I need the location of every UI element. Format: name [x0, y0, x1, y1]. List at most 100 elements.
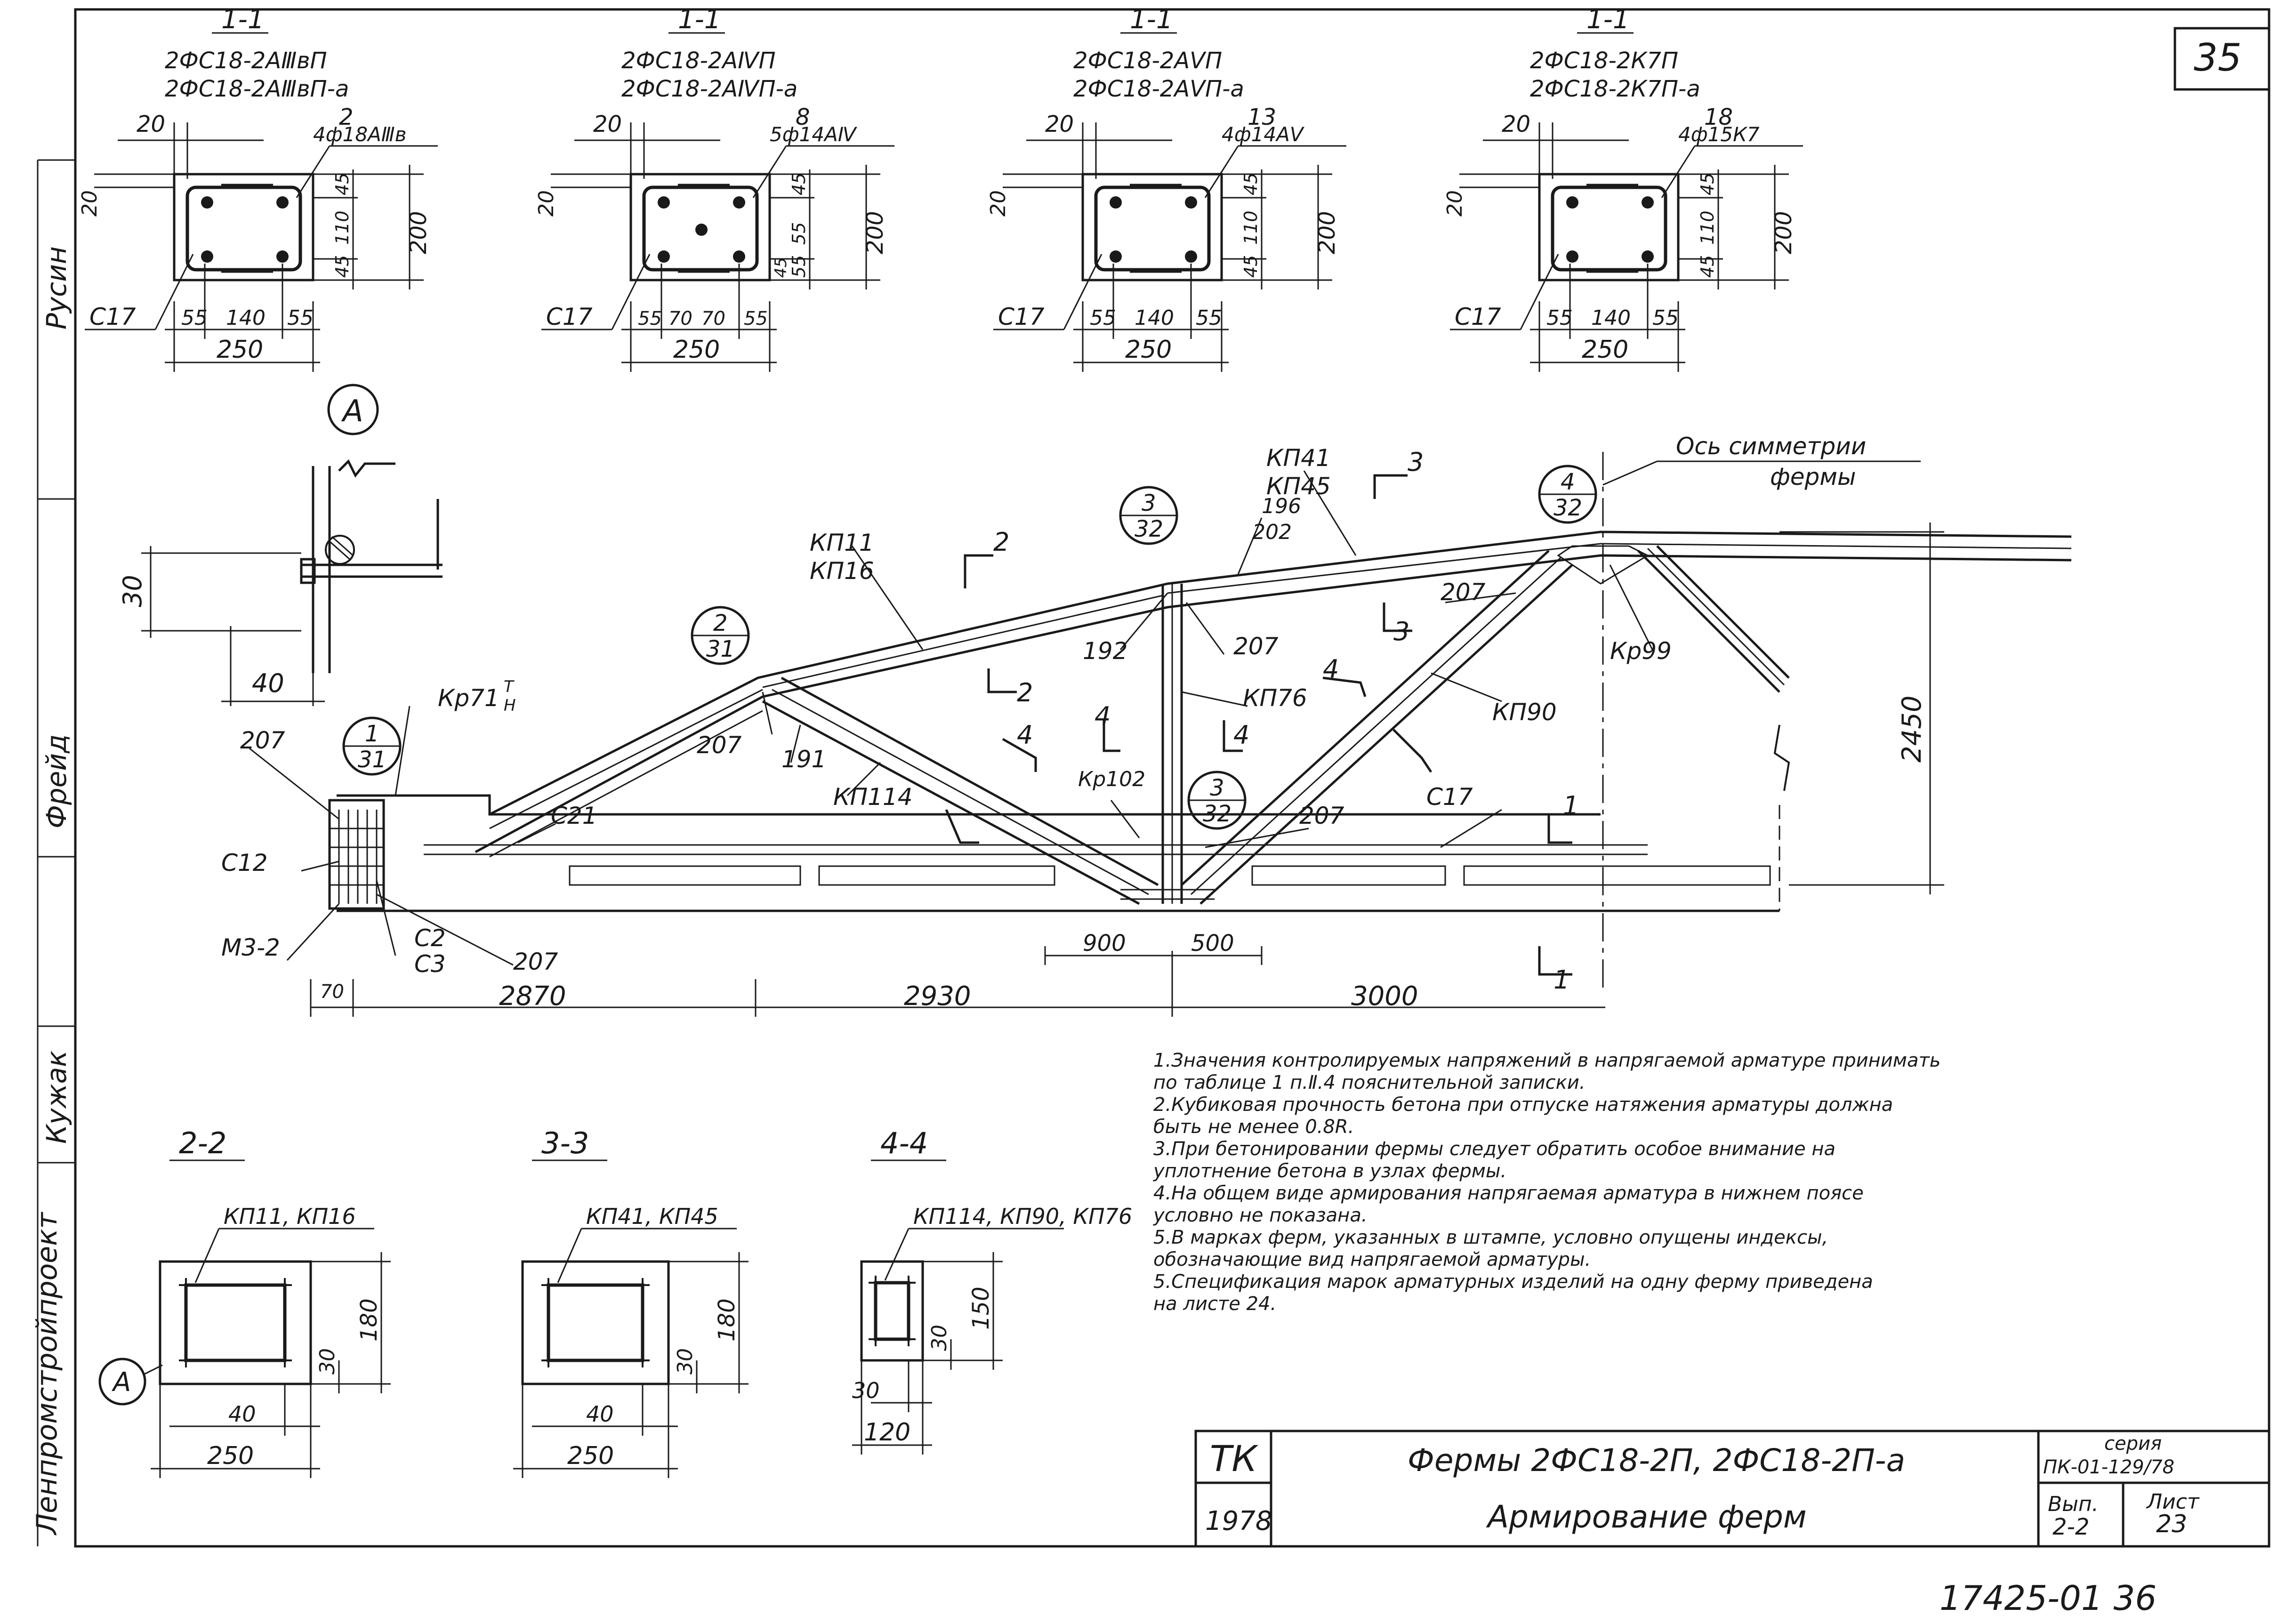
section-cover-dim: 20	[593, 111, 622, 137]
section-w3: 55	[287, 306, 314, 330]
section-mark-2: 2ФС18-2К7П-а	[1530, 76, 1700, 102]
small-section-label: КП114, КП90, КП76	[913, 1204, 1132, 1229]
rebar-dot	[1110, 250, 1122, 263]
rebar-dot	[695, 224, 708, 236]
rebar-dot	[1566, 196, 1578, 209]
section-dim-mid: 110	[332, 210, 353, 245]
section-title: 1-1	[1586, 4, 1629, 35]
section-bar-spec: 4ф15К7	[1678, 123, 1760, 146]
section-height-dim: 200	[1771, 211, 1797, 254]
section-height-dim: 200	[862, 211, 888, 254]
section-width-dim: 250	[673, 336, 720, 364]
section-w4: 55	[744, 308, 768, 330]
truss-labels: Ось симметрии фермы КП11 КП16 КП41 КП45 …	[221, 433, 1927, 1012]
side-signature-2: Фрейд	[40, 734, 72, 828]
section-clip-label: С17	[998, 303, 1045, 330]
section-mark-2: 2ФС18-2АⅣП-а	[621, 76, 797, 102]
small-section-title: 4-4	[880, 1126, 928, 1160]
section-dim-bot: 55	[789, 255, 809, 278]
section-bar-number: 8	[796, 104, 810, 130]
section-dim-top: 45	[1240, 173, 1261, 195]
label-202: 202	[1252, 520, 1292, 544]
side-signature-1: Кужак	[40, 1051, 72, 1144]
top-right-chord-label-1: КП41	[1266, 444, 1331, 472]
section-bar-number: 18	[1704, 104, 1733, 130]
sheet-frame	[74, 8, 2270, 1548]
rebar-dot	[1642, 250, 1654, 263]
label-m3-2: М3-2	[221, 934, 280, 961]
section-w1: 55	[1090, 306, 1116, 330]
section-w1: 55	[181, 306, 208, 330]
section-dim-left: 20	[1443, 190, 1467, 217]
dim-500: 500	[1191, 930, 1234, 957]
small-section-dim-height: 150	[968, 1286, 994, 1330]
section-width-dim: 250	[1582, 336, 1628, 364]
section-dim-mid: 110	[1240, 210, 1261, 245]
cut-label-4-b: 4	[1233, 720, 1249, 750]
note-line: 1.Значения контролируемых напряжений в н…	[1153, 1050, 1941, 1071]
title-block-title-1: Фермы 2ФС18-2П, 2ФС18-2П-а	[1408, 1442, 1905, 1479]
dim-3000: 3000	[1351, 981, 1418, 1012]
section-bar-number: 13	[1248, 104, 1276, 130]
section-1-1-2: 1-12ФС18-2АⅣП2ФС18-2АⅣП-а85ф14АⅣ20202004…	[534, 4, 894, 372]
section-dim-mid: 110	[1697, 210, 1718, 245]
section-w3: 55	[1196, 306, 1222, 330]
label-207-end-top: 207	[240, 727, 285, 754]
cut-label-4-d: 4	[1323, 654, 1339, 684]
bubble-3-32-top-num: 3	[1142, 490, 1156, 516]
side-signature-3: Русин	[40, 246, 72, 330]
cut-label-2-bottom: 2	[1017, 678, 1033, 707]
rebar-dot	[201, 250, 213, 263]
title-block-org: ТК	[1210, 1438, 1258, 1479]
page-number: 35	[2194, 36, 2242, 80]
cut-label-2-top: 2	[993, 527, 1009, 557]
small-section-dim-cover: 30	[673, 1348, 697, 1375]
note-line: обозначающие вид напрягаемой арматуры.	[1153, 1249, 1591, 1270]
rebar-dot	[1566, 250, 1578, 263]
small-section-dim-height: 180	[356, 1298, 382, 1342]
section-title: 1-1	[221, 4, 264, 35]
rebar-dot	[1642, 196, 1654, 209]
section-clip-label: С17	[89, 303, 136, 330]
section-1-1-4: 1-12ФС18-2К7П2ФС18-2К7П-а184ф15К72020200…	[1443, 4, 1803, 372]
section-w2: 140	[226, 306, 266, 330]
symmetry-axis-label-1: Ось симметрии	[1676, 433, 1866, 460]
note-line: уплотнение бетона в узлах фермы.	[1153, 1160, 1507, 1182]
label-c3: С3	[414, 950, 446, 978]
rebar-dot	[201, 196, 213, 209]
section-mark-1: 2ФС18-2АⅢвП	[165, 48, 327, 74]
section-dim-left: 20	[534, 190, 558, 217]
note-line: 3.При бетонировании фермы следует обрати…	[1153, 1138, 1836, 1160]
section-dim-left: 20	[986, 190, 1010, 217]
node-a-bubble	[327, 384, 379, 435]
label-207-vertical: 207	[1233, 633, 1279, 660]
cross-sections-1-1: 1-12ФС18-2АⅢвП2ФС18-2АⅢвП-а24ф18АⅢв20202…	[78, 4, 1803, 372]
title-block-sheet-label: Лист	[2146, 1490, 2200, 1514]
section-dim-left: 20	[78, 190, 102, 217]
dim-900: 900	[1083, 930, 1126, 957]
label-kr71: Кр71	[438, 684, 499, 712]
label-207-bottom: 207	[1299, 802, 1344, 829]
section-cover-dim: 20	[1045, 111, 1074, 137]
section-mark-1: 2ФС18-2АⅤП	[1073, 48, 1222, 74]
section-mark-2: 2ФС18-2АⅤП-а	[1073, 76, 1244, 102]
section-height-dim: 200	[405, 211, 432, 254]
label-kr71-sup: Т	[504, 677, 515, 696]
note-line: по таблице 1 п.Ⅱ.4 пояснительной записки…	[1153, 1072, 1586, 1093]
node-a-dim-40: 40	[252, 668, 284, 698]
node-a-callout-bubble	[98, 1358, 146, 1406]
node-a-detail	[141, 384, 443, 706]
label-207-top-right: 207	[1441, 579, 1486, 606]
section-mark-1: 2ФС18-2АⅣП	[621, 48, 776, 74]
section-bar-spec: 4ф18АⅢв	[313, 123, 407, 146]
rebar-dot	[276, 196, 289, 209]
note-line: быть не менее 0.8R.	[1153, 1116, 1354, 1138]
section-w1: 55	[1546, 306, 1573, 330]
cut-label-3-bottom: 3	[1393, 617, 1409, 646]
rebar-dot	[658, 250, 670, 263]
section-bar-spec: 4ф14АⅤ	[1222, 123, 1305, 146]
title-block-year: 1978	[1205, 1506, 1272, 1536]
small-section-width: 120	[864, 1418, 910, 1447]
